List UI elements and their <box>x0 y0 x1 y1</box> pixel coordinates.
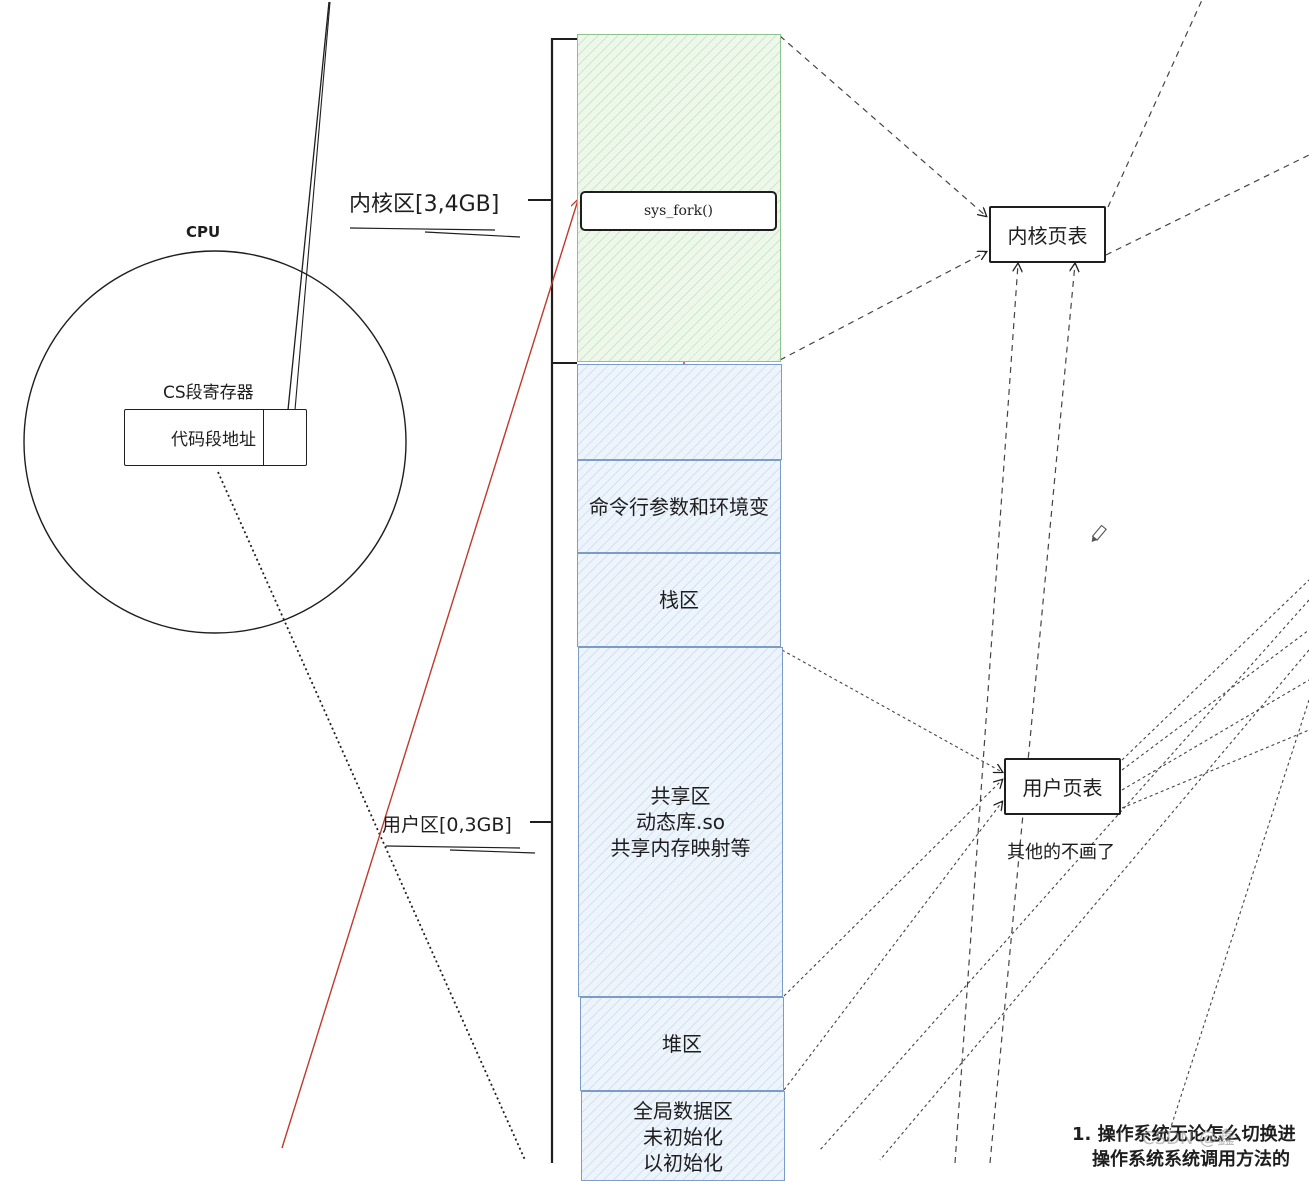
user-page-table-label: 用户页表 <box>1022 776 1103 800</box>
watermark: CSDN @鑫 <box>1142 1128 1236 1149</box>
shared-segment: 共享区 动态库.so 共享内存映射等 <box>578 647 783 997</box>
kernel-label-underline <box>349 227 521 238</box>
heap-segment: 堆区 <box>580 997 784 1091</box>
cpu-title: CPU <box>186 223 221 241</box>
register-value: 代码段地址 <box>171 430 256 450</box>
shared-label-3: 共享内存映射等 <box>610 836 751 860</box>
global-label-1: 全局数据区 <box>633 1099 733 1123</box>
user-pt-out-1 <box>1121 579 1309 761</box>
shared-label-2: 动态库.so <box>635 810 725 834</box>
pagetable-dash-topright <box>1107 0 1203 208</box>
register-arrow-up-2 <box>294 1 331 411</box>
user-page-table-note: 其他的不画了 <box>1007 842 1115 863</box>
global-label-3: 以初始化 <box>643 1151 723 1175</box>
user-region-label: 用户区[0,3GB] <box>382 814 512 836</box>
stack-label: 栈区 <box>659 588 699 612</box>
user-label-underline <box>385 845 536 854</box>
red-arrow-to-sysfork <box>281 200 578 1149</box>
user-pt-out-2 <box>1121 629 1309 771</box>
register-box: 代码段地址 <box>124 409 307 466</box>
user-page-table: 用户页表 <box>1004 758 1121 815</box>
kernel-page-table: 内核页表 <box>989 206 1106 263</box>
args-env-segment: 命令行参数和环境变 <box>577 460 781 553</box>
long-dotted-1 <box>819 599 1309 1151</box>
register-divider <box>263 410 264 465</box>
long-dotted-3 <box>1169 699 1309 1131</box>
shared-label-1: 共享区 <box>650 784 711 808</box>
global-data-segment: 全局数据区 未初始化 以初始化 <box>581 1091 785 1181</box>
sys-fork-label: sys_fork() <box>644 203 713 219</box>
long-dotted-2 <box>879 649 1309 1161</box>
register-arrow-up <box>287 1 330 411</box>
stack-segment: 栈区 <box>577 553 781 647</box>
cpu-circle <box>23 250 407 634</box>
note-line-1: 1. 操作系统无论怎么切换进 <box>1072 1124 1296 1145</box>
kernel-pt-in-2 <box>989 264 1075 1163</box>
sys-fork-box: sys_fork() <box>580 191 777 231</box>
kernel-pt-in-1 <box>954 264 1018 1163</box>
user-pt-out-3 <box>1121 679 1309 791</box>
kernel-to-pagetable-top <box>779 35 986 216</box>
stack-to-user-pt <box>781 649 1002 772</box>
kernel-to-pagetable-bottom <box>779 252 986 361</box>
heap-label: 堆区 <box>662 1032 702 1056</box>
register-dotted-line <box>217 471 526 1161</box>
kernel-region-label: 内核区[3,4GB] <box>349 192 500 217</box>
user-top-segment <box>577 364 782 460</box>
kernel-page-table-label: 内核页表 <box>1007 224 1088 248</box>
register-label: CS段寄存器 <box>163 383 254 403</box>
global-label-2: 未初始化 <box>643 1125 723 1149</box>
pagetable-dash-right <box>1105 154 1309 256</box>
pencil-icon <box>1091 524 1107 542</box>
user-pt-out-4 <box>1121 729 1309 809</box>
heap-to-user-pt <box>783 802 1002 1091</box>
args-env-label: 命令行参数和环境变 <box>589 494 769 519</box>
